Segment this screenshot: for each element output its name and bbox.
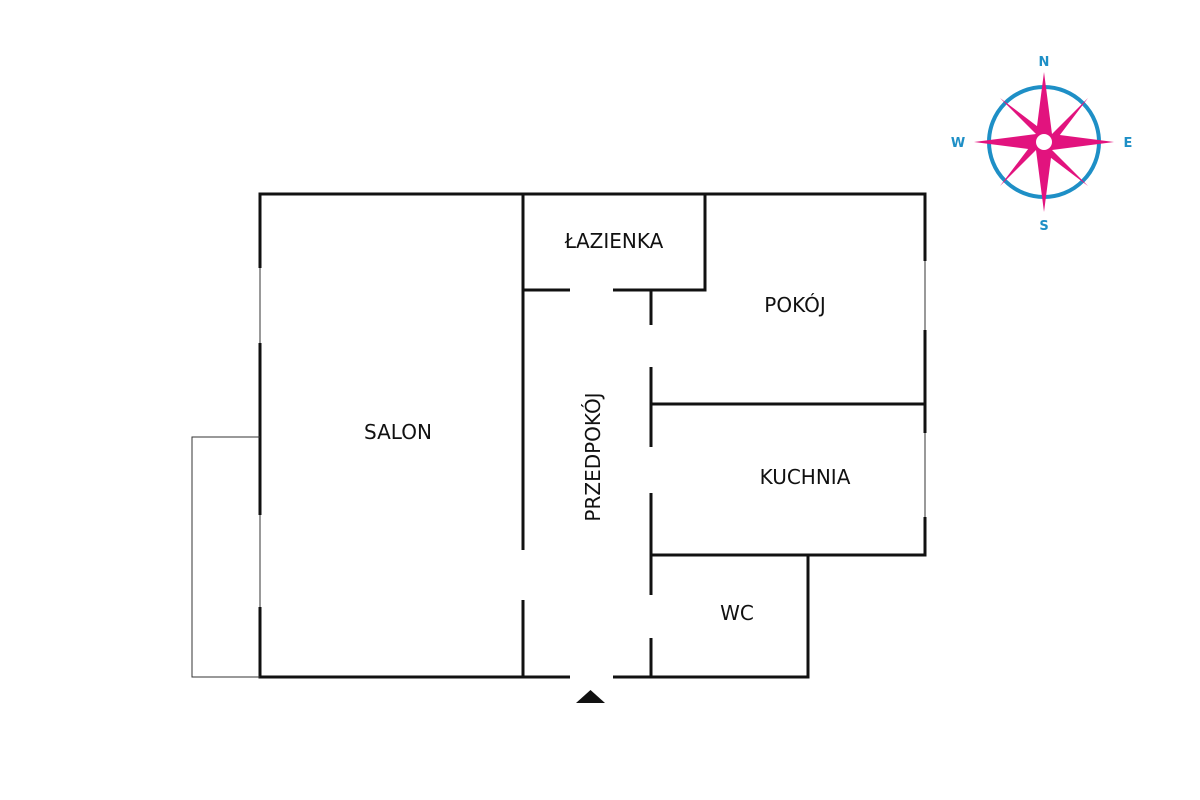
walls: [258, 192, 927, 679]
room-label-pokoj: POKÓJ: [764, 293, 825, 317]
room-label-kuchnia: KUCHNIA: [760, 465, 851, 489]
compass-north: N: [1039, 55, 1050, 70]
entrance-arrow-icon: [576, 690, 605, 703]
room-label-lazienka: ŁAZIENKA: [564, 229, 664, 253]
compass-west: W: [951, 136, 965, 151]
compass-south: S: [1039, 219, 1048, 234]
compass-east: E: [1124, 136, 1133, 151]
room-label-wc: WC: [720, 601, 754, 625]
balcony: [191, 436, 260, 678]
compass-rose-icon: N S E W: [951, 55, 1133, 234]
room-label-przedpokoj: PRZEDPOKÓJ: [581, 392, 605, 521]
compass-center: [1036, 134, 1052, 150]
room-label-salon: SALON: [364, 420, 432, 444]
